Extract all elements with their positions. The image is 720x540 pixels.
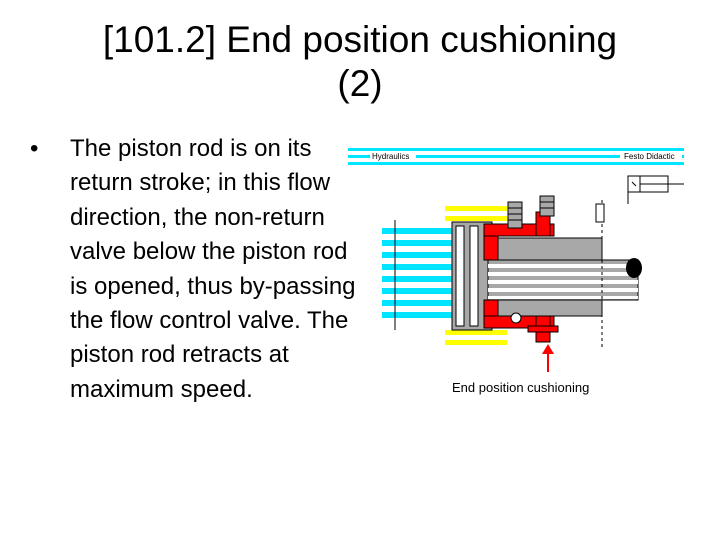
cylinder-housing — [497, 200, 605, 350]
cylinder-symbol-icon — [627, 175, 684, 204]
slide-title-line-1: [101.2] End position cushioning — [102, 19, 618, 60]
piston-rod — [487, 258, 642, 301]
figure-caption: End position cushioning — [452, 380, 589, 395]
tank-lines — [445, 206, 507, 345]
figure-header: Hydraulics Festo Didactic — [348, 148, 684, 165]
slide-title: [101.2] End position cushioning (2) — [0, 18, 720, 106]
figure-header-right: Festo Didactic — [624, 152, 675, 161]
flow-control-screw-icon — [507, 195, 555, 229]
return-flow-lines — [382, 220, 452, 330]
bullet-icon: • — [30, 135, 39, 162]
slide-title-line-2: (2) — [337, 63, 383, 104]
flow-arrow-icon — [542, 344, 554, 372]
figure-header-left: Hydraulics — [372, 152, 409, 161]
bullet-text: The piston rod is on its return stroke; … — [70, 135, 356, 403]
